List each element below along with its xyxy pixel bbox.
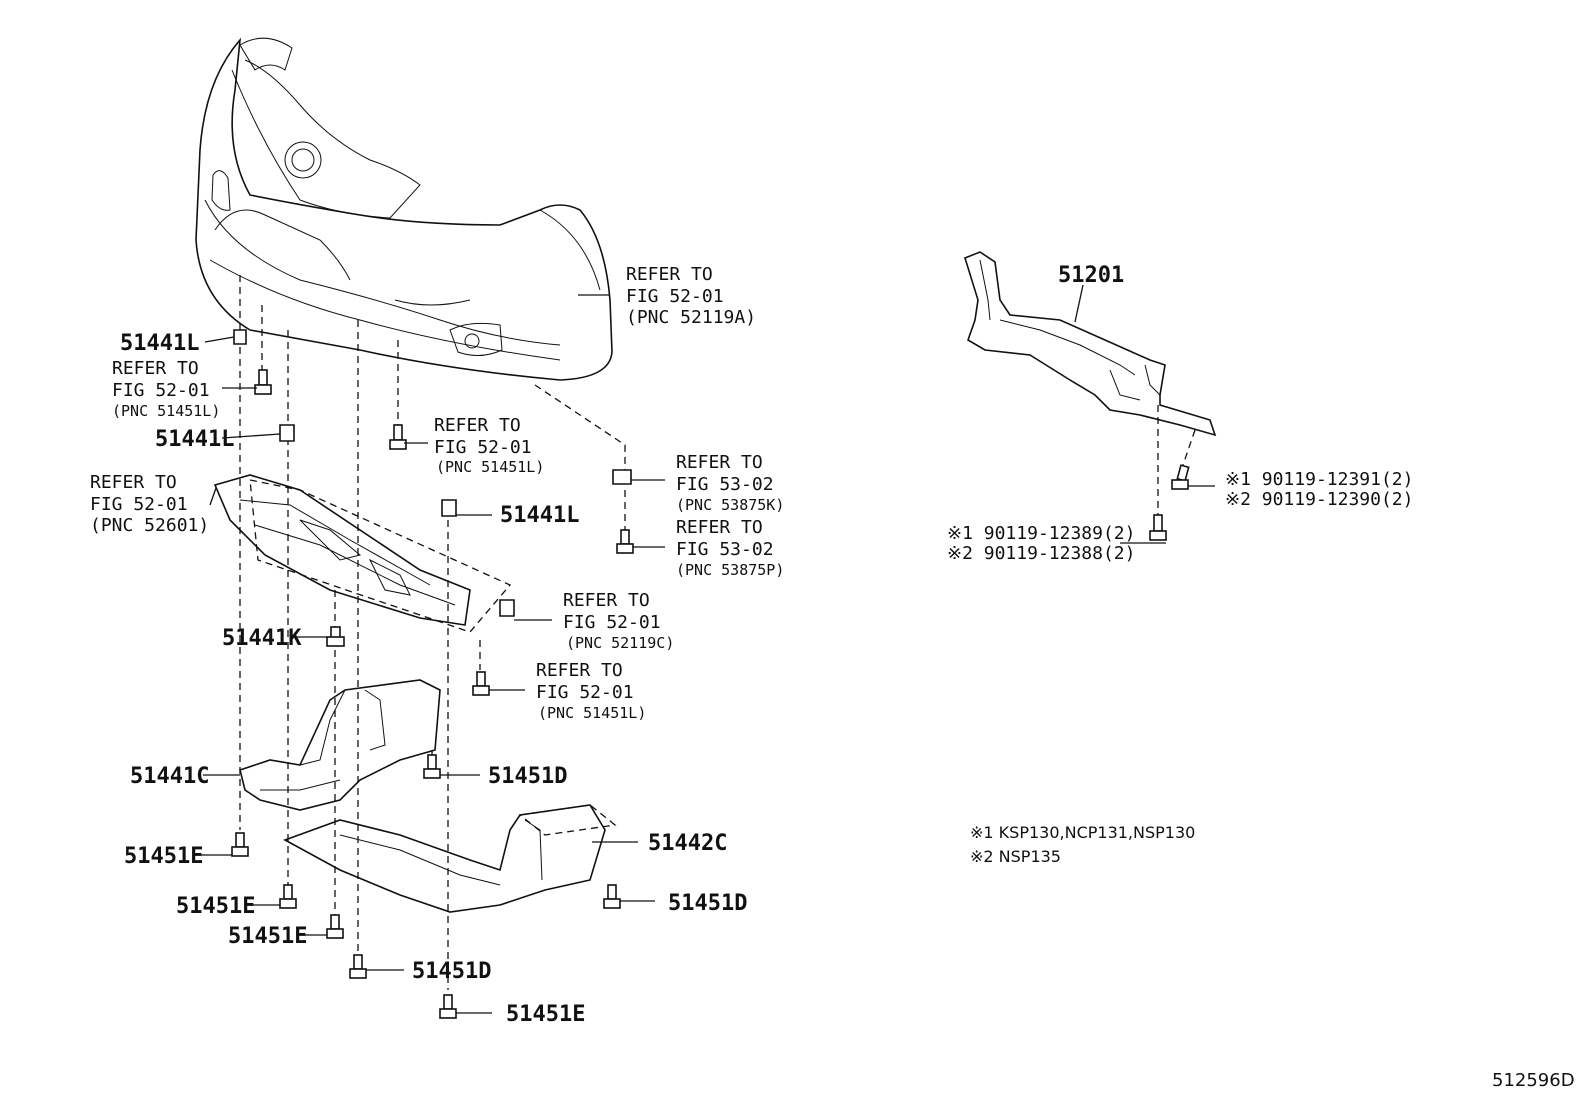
- label-51451D-lower: 51451D: [412, 959, 491, 984]
- pnc-label: (PNC 52119A): [626, 307, 756, 328]
- fasteners: [231, 329, 1190, 1019]
- engine-under-cover-51441c: [239, 679, 441, 811]
- front-bumper-cover: [195, 37, 613, 381]
- label-51451E-1: 51451E: [124, 844, 203, 869]
- label-51451E-3: 51451E: [228, 924, 307, 949]
- pnc-label: (PNC 52119C): [566, 634, 674, 652]
- label-51451E-4: 51451E: [506, 1002, 585, 1027]
- fig-label: FIG 52-01: [536, 682, 634, 703]
- refer-to-label: REFER TO: [90, 472, 177, 493]
- label-51441K: 51441K: [222, 626, 302, 651]
- fig-label: FIG 53-02: [676, 539, 774, 560]
- pnc-label: (PNC 53875K): [676, 496, 784, 514]
- engine-under-cover-51442c: [283, 804, 617, 913]
- refer-to-label: REFER TO: [434, 415, 521, 436]
- bolt-part-number: ※2 90119-12388(2): [947, 543, 1135, 564]
- label-51441C: 51441C: [130, 764, 209, 789]
- pnc-label: (PNC 51451L): [112, 402, 220, 420]
- leader-lines: [195, 284, 1215, 1014]
- label-51451D-upper: 51451D: [488, 764, 567, 789]
- label-51201: 51201: [1058, 263, 1124, 288]
- model-note: ※2 NSP135: [970, 847, 1061, 866]
- refer-to-label: REFER TO: [563, 590, 650, 611]
- bolt-part-number: ※2 90119-12390(2): [1225, 489, 1413, 510]
- label-51442C: 51442C: [648, 831, 727, 856]
- fig-label: FIG 53-02: [676, 474, 774, 495]
- fig-label: FIG 52-01: [90, 494, 188, 515]
- bumper-support: [213, 474, 512, 633]
- labels: 51441L REFER TO FIG 52-01 (PNC 51451L) 5…: [90, 263, 1575, 1091]
- label-51441L-lower: 51441L: [500, 503, 579, 528]
- pnc-label: (PNC 53875P): [676, 561, 784, 579]
- fig-label: FIG 52-01: [563, 612, 661, 633]
- pnc-label: (PNC 51451L): [538, 704, 646, 722]
- refer-to-label: REFER TO: [536, 660, 623, 681]
- fig-label: FIG 52-01: [112, 380, 210, 401]
- refer-to-label: REFER TO: [676, 517, 763, 538]
- pnc-label: (PNC 51451L): [436, 458, 544, 476]
- bolt-part-number: ※1 90119-12391(2): [1225, 469, 1413, 490]
- fig-label: FIG 52-01: [434, 437, 532, 458]
- cross-member-51201: [964, 251, 1217, 437]
- refer-to-label: REFER TO: [112, 358, 199, 379]
- label-51441L-middle: 51441L: [155, 427, 234, 452]
- label-51451E-2: 51451E: [176, 894, 255, 919]
- refer-to-label: REFER TO: [626, 264, 713, 285]
- refer-to-label: REFER TO: [676, 452, 763, 473]
- model-note: ※1 KSP130,NCP131,NSP130: [970, 823, 1195, 842]
- bolt-part-number: ※1 90119-12389(2): [947, 523, 1135, 544]
- diagram-number: 512596D: [1492, 1070, 1575, 1091]
- pnc-label: (PNC 52601): [90, 515, 209, 536]
- label-51441L-upper: 51441L: [120, 331, 199, 356]
- label-51451D-right: 51451D: [668, 891, 747, 916]
- fig-label: FIG 52-01: [626, 286, 724, 307]
